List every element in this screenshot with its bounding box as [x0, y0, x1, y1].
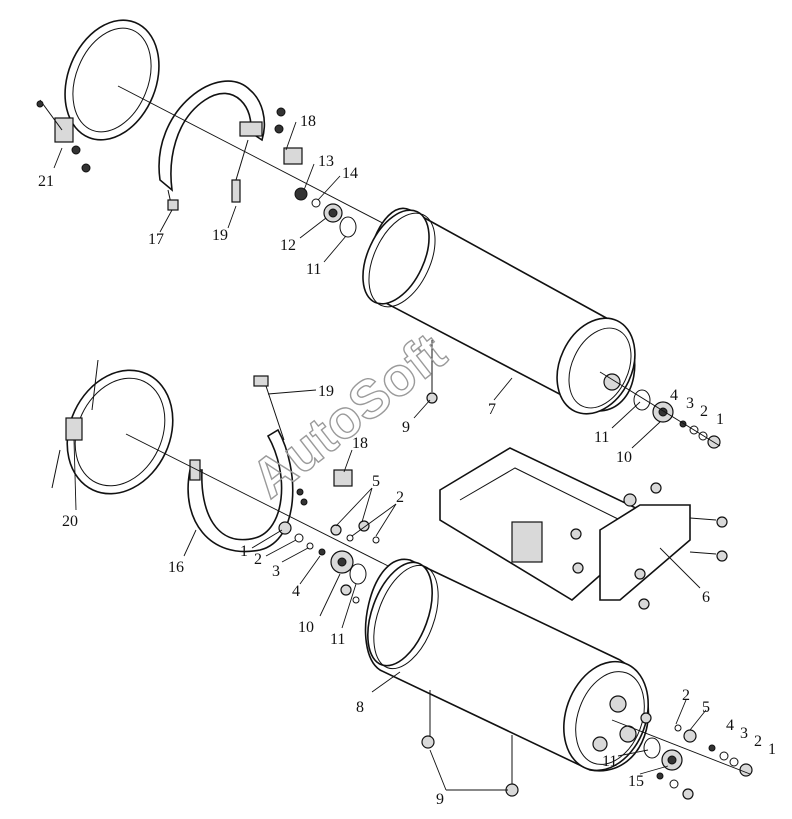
callout-1-upper: 1	[716, 411, 724, 428]
callout-14: 14	[342, 165, 358, 182]
callout-11-lower-right: 11	[602, 753, 617, 770]
callout-2-lower-right-top: 2	[682, 687, 690, 704]
callout-9-lower: 9	[436, 791, 444, 808]
upper-strap	[158, 80, 266, 211]
callout-2-lower-right: 2	[754, 733, 762, 750]
callout-13: 13	[318, 153, 334, 170]
callout-11-lower-left: 11	[330, 631, 345, 648]
callout-4-lower-left: 4	[292, 583, 300, 600]
callout-3-lower-right: 3	[740, 725, 748, 742]
callout-4-upper: 4	[670, 387, 678, 404]
callout-1-lower-left: 1	[240, 543, 248, 560]
upper-fittings	[294, 187, 357, 238]
callout-21: 21	[38, 173, 54, 190]
lower-right-fittings	[611, 712, 753, 800]
upper-assembly-axis	[117, 85, 401, 233]
lower-assembly-axis	[125, 433, 401, 573]
lower-air-tank	[364, 558, 650, 797]
callout-2-lower-mid: 2	[396, 489, 404, 506]
callout-7: 7	[488, 401, 496, 418]
callout-19-lower: 19	[318, 383, 334, 400]
callout-11-right: 11	[594, 429, 609, 446]
callout-1-lower-right: 1	[768, 741, 776, 758]
callout-9-upper: 9	[402, 419, 410, 436]
callout-4-lower-right: 4	[726, 717, 734, 734]
lower-strap	[187, 375, 294, 553]
lower-bolt-set	[265, 385, 353, 506]
upper-air-tank	[362, 207, 636, 415]
callout-17: 17	[148, 231, 164, 248]
callout-3-lower-left: 3	[272, 563, 280, 580]
lower-clamp-band	[51, 359, 174, 495]
callout-2-lower-left: 2	[254, 551, 262, 568]
lower-left-fittings	[278, 520, 380, 604]
callout-18-upper: 18	[300, 113, 316, 130]
callout-11-upper: 11	[306, 261, 321, 278]
upper-clamp-band	[36, 19, 160, 173]
callout-18-lower: 18	[352, 435, 368, 452]
callout-5-lower-left: 5	[372, 473, 380, 490]
callout-8: 8	[356, 699, 364, 716]
callout-20: 20	[62, 513, 78, 530]
callout-10-lower: 10	[298, 619, 314, 636]
callout-19-upper: 19	[212, 227, 228, 244]
callout-labels: 21 17 19 18 13 14 12 11 7 9 11 10 4 3 2 …	[38, 113, 776, 808]
callout-16: 16	[168, 559, 184, 576]
callout-6: 6	[702, 589, 710, 606]
callout-2-upper: 2	[700, 403, 708, 420]
callout-3-upper: 3	[686, 395, 694, 412]
callout-10-upper: 10	[616, 449, 632, 466]
leader-lines	[53, 121, 707, 791]
upper-right-fittings	[599, 371, 721, 449]
mounting-bracket	[439, 447, 728, 610]
callout-5-lower-right: 5	[702, 699, 710, 716]
callout-12: 12	[280, 237, 296, 254]
callout-15: 15	[628, 773, 644, 790]
upper-bolt-set	[231, 107, 303, 203]
